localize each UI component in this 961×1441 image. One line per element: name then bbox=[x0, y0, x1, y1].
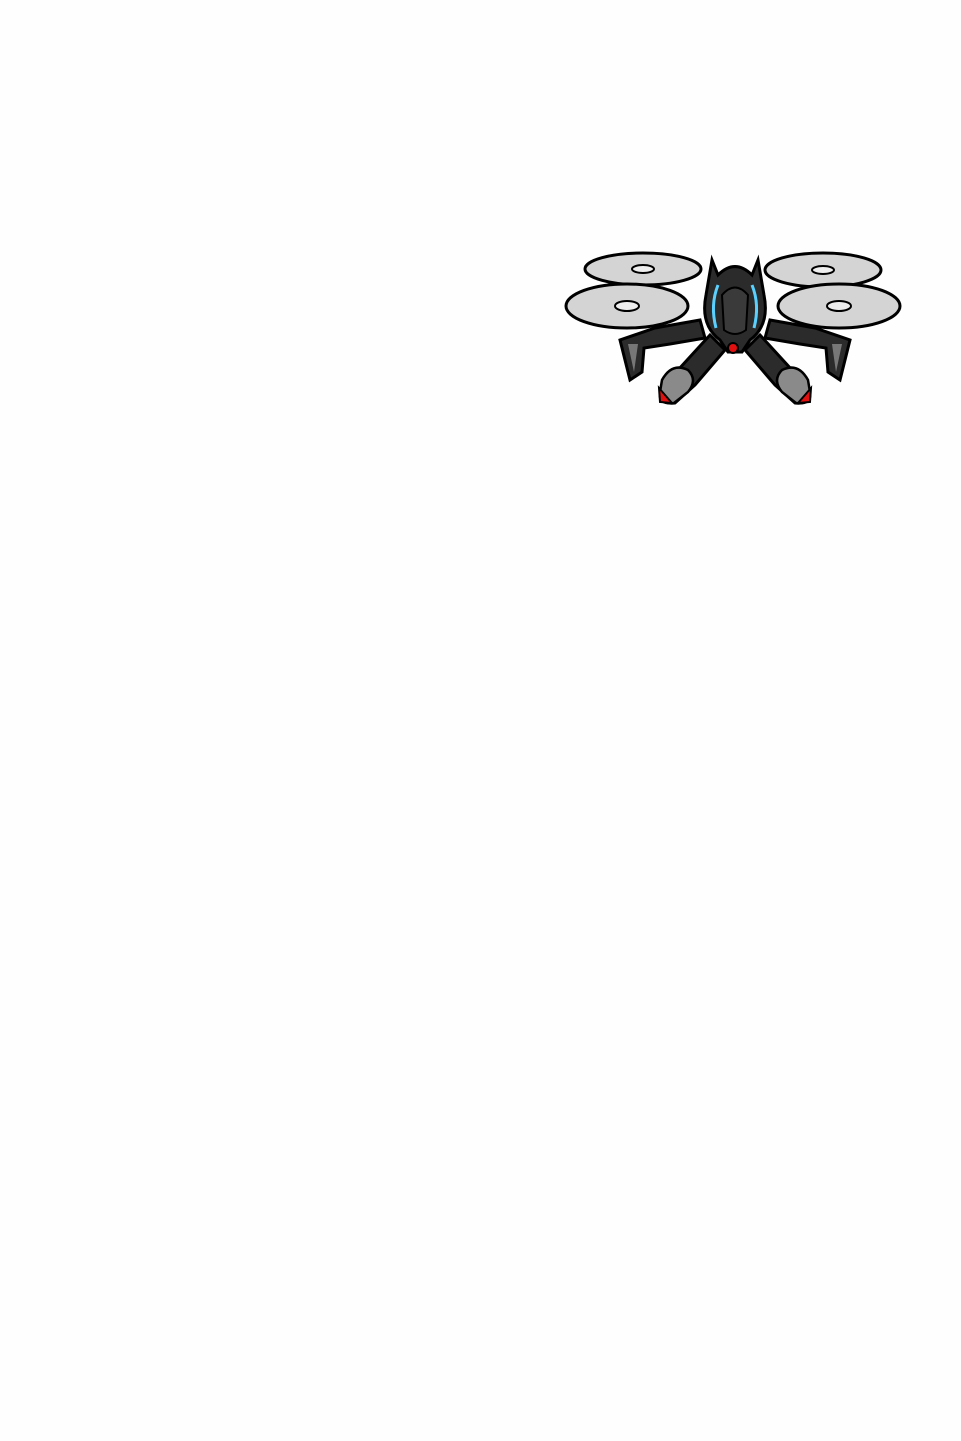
pod-left bbox=[657, 332, 728, 405]
rotor-hub bbox=[811, 265, 835, 275]
rotor-hub bbox=[614, 300, 640, 312]
drone-arm-right bbox=[763, 318, 852, 383]
drone-body bbox=[703, 254, 767, 354]
rotor-hub bbox=[826, 300, 852, 312]
pod-right bbox=[742, 332, 813, 405]
drone-arm-left bbox=[618, 318, 707, 383]
camera-eye bbox=[727, 342, 739, 354]
drone-sprite bbox=[564, 251, 902, 405]
rotor-hub bbox=[631, 264, 655, 274]
